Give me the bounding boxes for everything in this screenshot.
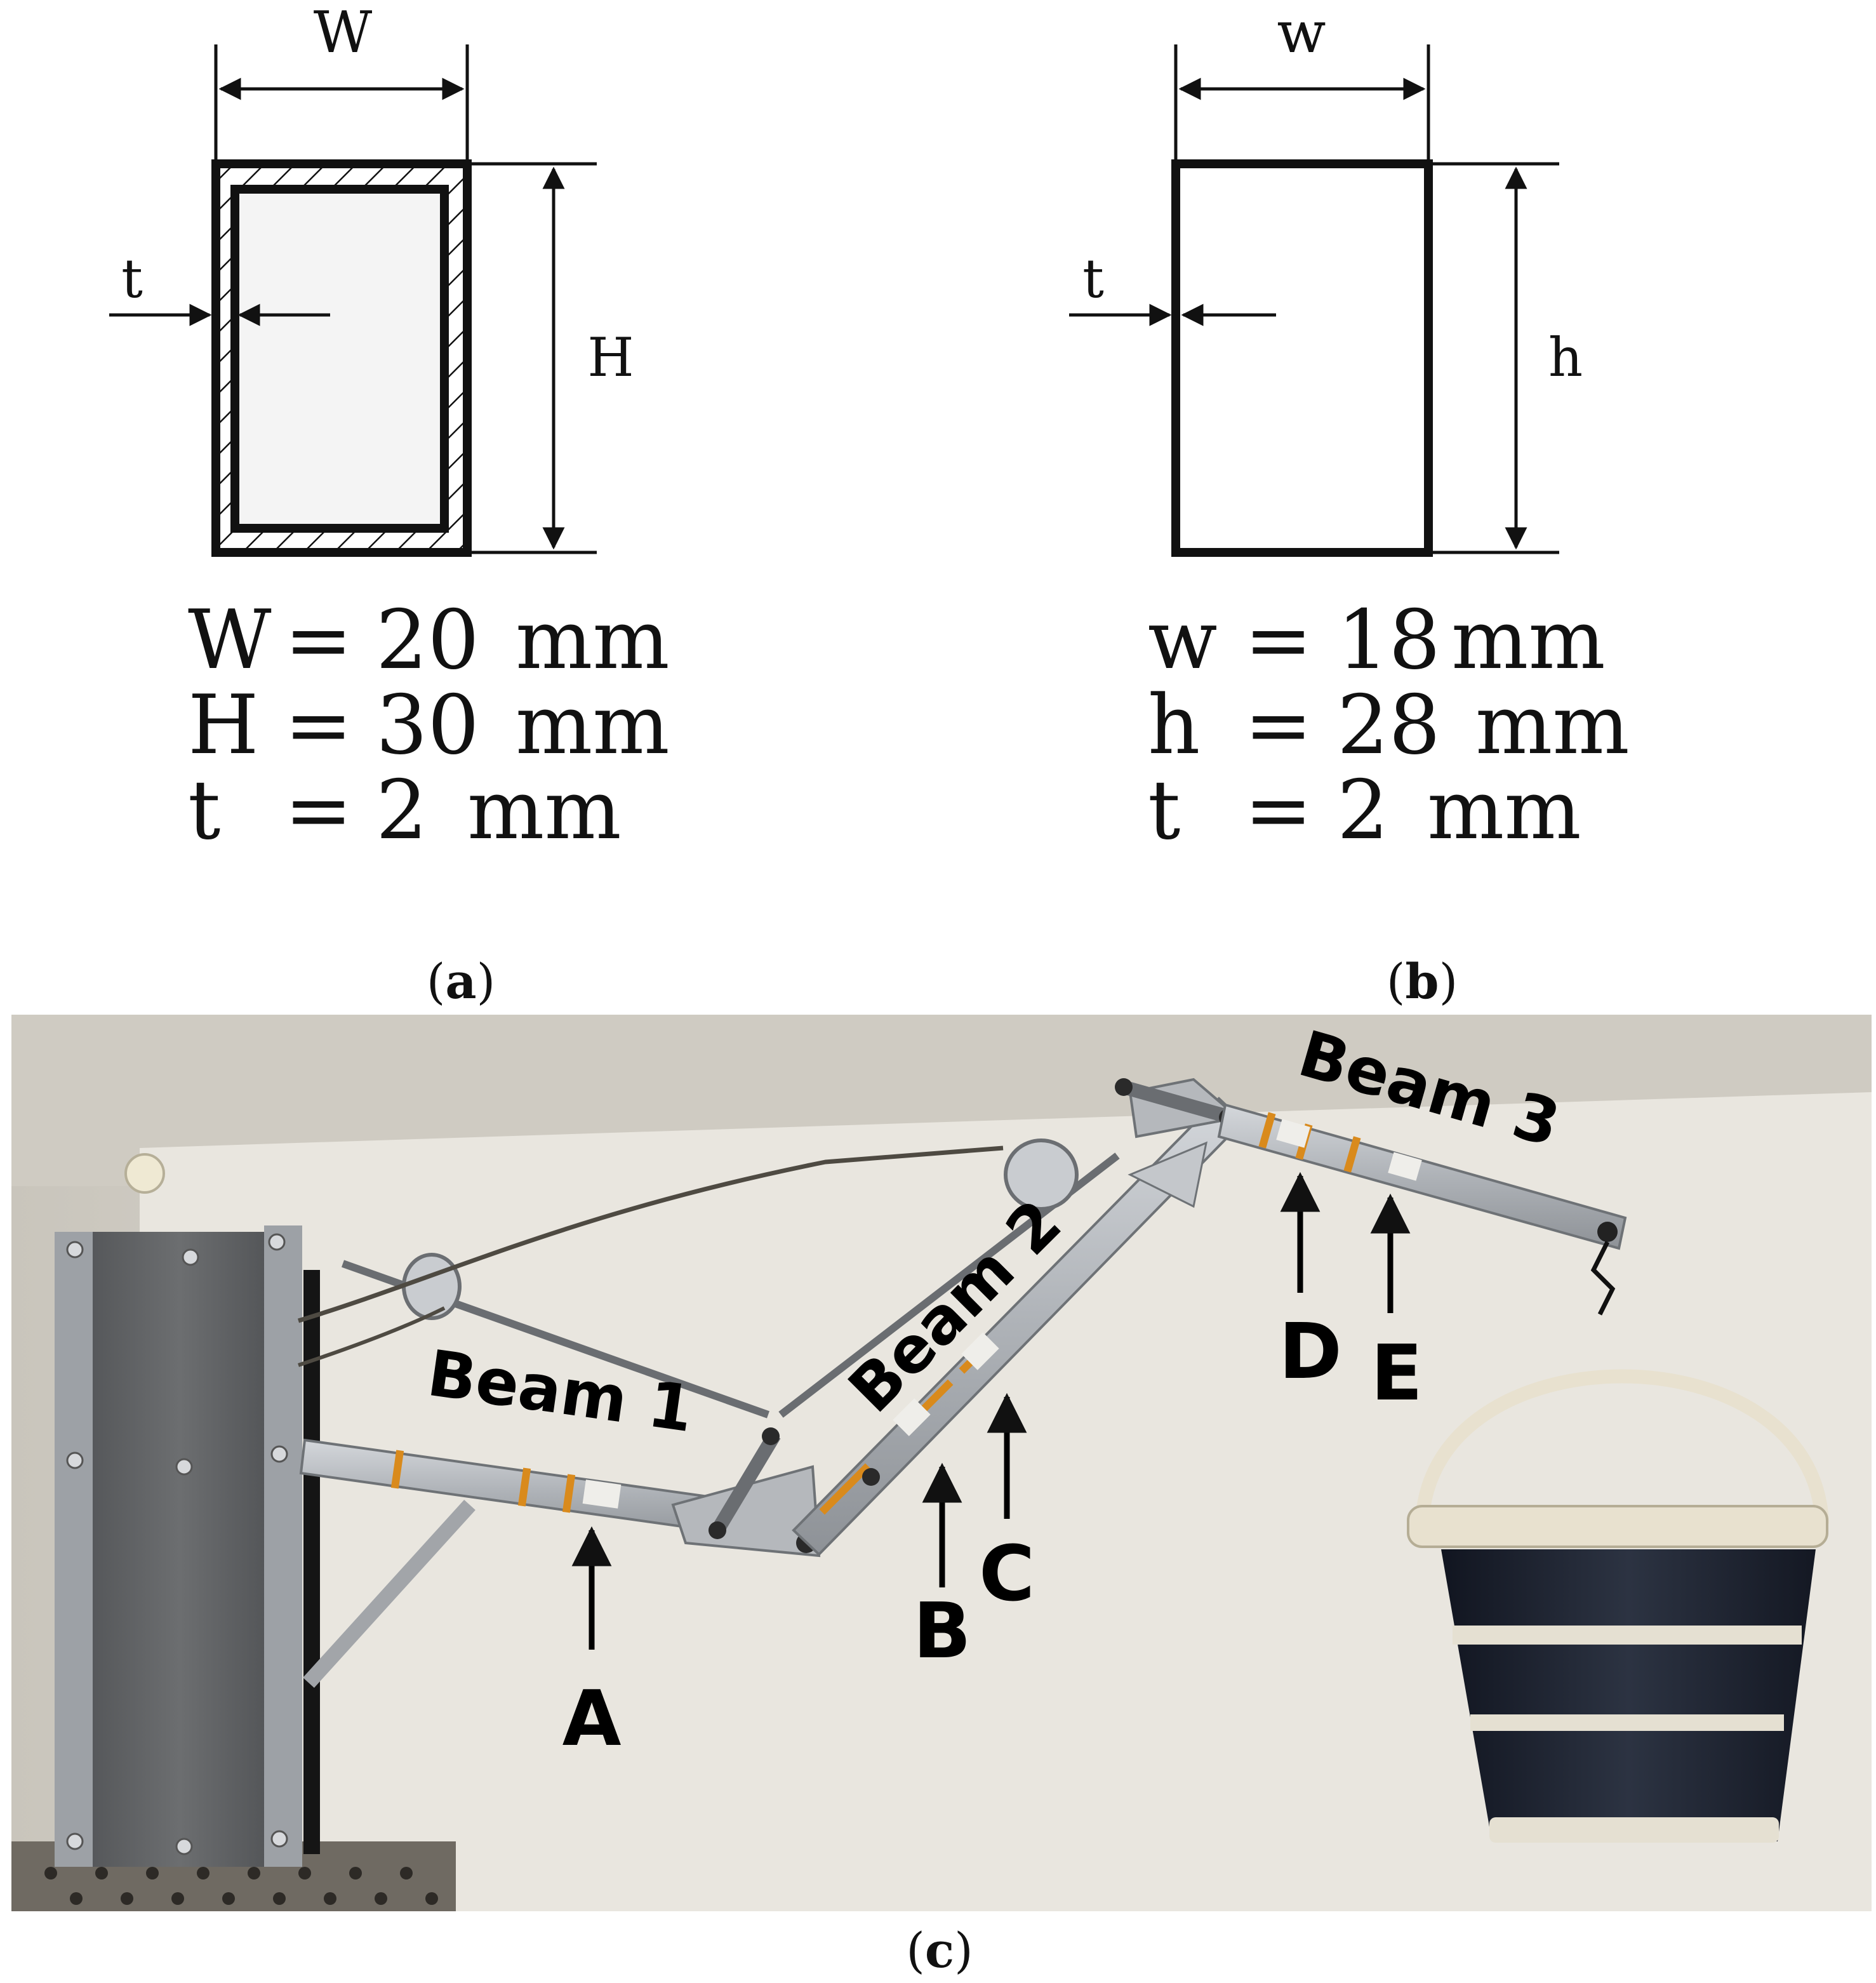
caption-a-letter: a xyxy=(445,953,476,1010)
caption-b-open: ( xyxy=(1387,953,1406,1010)
eq-b-3-eq: = xyxy=(1244,763,1312,858)
caption-c: (c) xyxy=(906,1922,973,1979)
panel-b-equations: w = 18 mm h = 28 mm t = 2 mm xyxy=(1148,593,1630,858)
sensor-cable xyxy=(297,1145,1004,1323)
eq-b-2-sym: h xyxy=(1148,678,1200,773)
link-rod-1 xyxy=(711,1431,781,1534)
column-plate-right xyxy=(264,1225,302,1867)
eq-b-2-eq: = xyxy=(1244,678,1312,773)
panel-a-hollow-section: W H t xyxy=(109,0,634,557)
caption-b-close: ) xyxy=(1439,953,1458,1010)
gauge-marker-a: A xyxy=(562,1526,622,1763)
beam-1-gauge-patch xyxy=(582,1479,622,1509)
eq-b-3-sym: t xyxy=(1148,763,1180,858)
gauge-marker-b: B xyxy=(913,1462,971,1676)
bucket-handle xyxy=(1415,1369,1829,1525)
height-label: h xyxy=(1548,326,1583,389)
gauge-label-c: C xyxy=(979,1530,1035,1619)
inner-cavity xyxy=(230,185,449,533)
black-upright xyxy=(303,1270,320,1854)
pin-3 xyxy=(762,1427,780,1445)
hook-chain xyxy=(1590,1241,1616,1316)
width-label: W xyxy=(314,0,373,66)
panel-c-photo: Beam 1 Beam 2 Beam 3 A B C D E xyxy=(11,1015,1872,1911)
beam-3-gauge-patch-1 xyxy=(1276,1119,1310,1148)
eq-b-1-sym: w xyxy=(1148,593,1218,688)
gauge-label-a: A xyxy=(562,1675,622,1763)
eq-b-1-unit: mm xyxy=(1451,593,1606,688)
support-column xyxy=(57,1232,302,1867)
eq-a-2-unit: mm xyxy=(516,678,670,773)
eq-a-1-sym: W xyxy=(188,593,272,688)
svg-text:(b): (b) xyxy=(1387,953,1458,1010)
eq-a-1-val: 20 xyxy=(376,593,479,688)
beam-3-gauge-patch-2 xyxy=(1388,1152,1422,1181)
caption-b: (b) xyxy=(1387,953,1458,1010)
eq-b-3-unit: mm xyxy=(1427,763,1581,858)
caption-a: (a) xyxy=(427,953,496,1010)
pin-2 xyxy=(708,1521,726,1539)
gauge-label-b: B xyxy=(913,1587,971,1676)
thickness-label: t xyxy=(121,248,143,310)
bucket-body xyxy=(1441,1549,1816,1841)
svg-text:(a): (a) xyxy=(427,953,496,1010)
sensor-cable-2 xyxy=(298,1306,446,1367)
height-label: H xyxy=(587,326,634,389)
eq-a-3-val: 2 xyxy=(376,763,427,858)
eq-a-3-sym: t xyxy=(188,763,220,858)
caption-c-close: ) xyxy=(954,1922,973,1979)
gauge-label-e: E xyxy=(1371,1330,1423,1418)
beam-2-gauge-patch-2 xyxy=(961,1332,999,1370)
beam-3-end-eye xyxy=(1597,1222,1618,1242)
eq-b-3-val: 2 xyxy=(1337,763,1388,858)
gauge-marker-c: C xyxy=(979,1392,1035,1619)
caption-c-letter: c xyxy=(925,1922,954,1979)
solid-rectangle xyxy=(1171,159,1433,557)
link-rod-2 xyxy=(1122,1080,1234,1125)
eq-a-3-eq: = xyxy=(284,763,352,858)
pin-4 xyxy=(862,1468,880,1486)
width-label: w xyxy=(1277,0,1326,66)
column-plate-left xyxy=(55,1232,93,1867)
gauge-label-d: D xyxy=(1279,1308,1342,1396)
column-bolts xyxy=(66,1233,288,1855)
triangular-plate xyxy=(1128,1141,1208,1208)
eq-a-2-val: 30 xyxy=(376,678,479,773)
gauge-marker-d: D xyxy=(1279,1172,1342,1396)
caption-a-close: ) xyxy=(477,953,496,1010)
load-cell-1 xyxy=(402,1253,462,1320)
eq-a-2-sym: H xyxy=(188,678,259,773)
panel-a-equations: W = 20 mm H = 30 mm t = 2 mm xyxy=(188,593,670,858)
load-cell-2 xyxy=(1004,1138,1079,1211)
beam-3 xyxy=(1217,1103,1627,1250)
thickness-label: t xyxy=(1082,248,1104,310)
caption-b-letter: b xyxy=(1405,953,1439,1010)
diagonal-brace xyxy=(303,1499,476,1688)
beam-2-gauge-patch-1 xyxy=(893,1398,931,1436)
pin-5 xyxy=(1115,1078,1133,1096)
beam-1-tapes xyxy=(390,1450,576,1513)
eq-b-1-eq: = xyxy=(1244,593,1312,688)
svg-text:(c): (c) xyxy=(906,1922,973,1979)
bucket-bottom xyxy=(1489,1817,1779,1843)
table-holes xyxy=(44,1867,438,1905)
panel-b-solid-section: w h t xyxy=(1069,0,1583,557)
eq-a-2-eq: = xyxy=(284,678,352,773)
eq-b-2-val: 28 xyxy=(1337,678,1440,773)
bucket-band-1 xyxy=(1453,1626,1802,1645)
caption-a-open: ( xyxy=(427,953,446,1010)
eq-a-1-eq: = xyxy=(284,593,352,688)
caption-c-open: ( xyxy=(906,1922,925,1979)
gauge-marker-e: E xyxy=(1370,1193,1423,1418)
eq-a-1-unit: mm xyxy=(516,593,670,688)
eq-b-2-unit: mm xyxy=(1475,678,1630,773)
bucket-rim xyxy=(1407,1505,1828,1548)
bucket-band-2 xyxy=(1470,1714,1784,1731)
eq-a-3-unit: mm xyxy=(467,763,622,858)
eq-b-1-val: 18 xyxy=(1337,593,1440,688)
wall-knob xyxy=(124,1153,165,1194)
